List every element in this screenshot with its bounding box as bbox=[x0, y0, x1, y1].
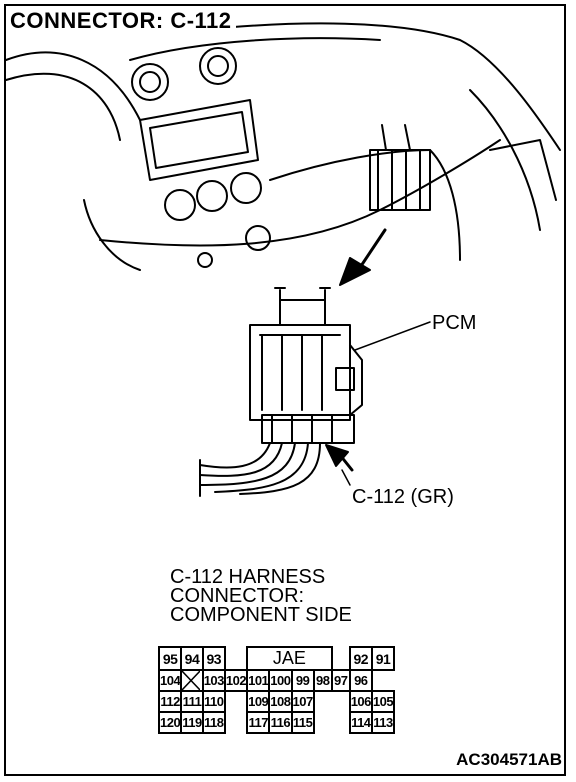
caption-line-2: CONNECTOR: bbox=[170, 585, 305, 607]
blocked-pin-cell bbox=[180, 669, 204, 692]
pin-cell: 94 bbox=[180, 646, 204, 671]
pin-row-4: 120 119 118 117 116 115 114 113 bbox=[157, 711, 396, 734]
pin-cell: 108 bbox=[268, 690, 293, 713]
pin-cell: 115 bbox=[290, 711, 315, 734]
pin-cell: 112 bbox=[157, 690, 183, 713]
pin-cell: 103 bbox=[201, 669, 226, 692]
connector-label: C-112 (GR) bbox=[352, 486, 454, 508]
pin-cell: 102 bbox=[223, 669, 249, 692]
pin-cell: 107 bbox=[290, 690, 315, 713]
connector-caption: C-112 HARNESS CONNECTOR: COMPONENT SIDE bbox=[170, 566, 352, 626]
connector-pin-table: 95 94 93 JAE 92 91 104 103 102 101 100 9… bbox=[157, 646, 396, 734]
pin-row-2: 104 103 102 101 100 99 98 97 96 bbox=[157, 669, 394, 692]
pin-cell: 104 bbox=[157, 669, 183, 692]
pin-cell: 116 bbox=[268, 711, 293, 734]
pin-cell: 100 bbox=[268, 669, 293, 692]
pin-cell: 97 bbox=[330, 669, 351, 692]
pin-cell: 111 bbox=[180, 690, 204, 713]
pin-cell: 106 bbox=[348, 690, 373, 713]
pin-cell: 120 bbox=[157, 711, 183, 734]
pin-cell: 93 bbox=[201, 646, 226, 671]
pin-cell: 105 bbox=[370, 690, 396, 713]
pin-cell: 99 bbox=[290, 669, 315, 692]
pin-cell: 117 bbox=[246, 711, 271, 734]
pin-cell: 91 bbox=[370, 646, 396, 671]
pin-cell: 114 bbox=[348, 711, 373, 734]
pin-cell: 110 bbox=[201, 690, 226, 713]
pin-cell: 96 bbox=[348, 669, 373, 692]
pin-cell: 101 bbox=[246, 669, 271, 692]
pin-cell: 119 bbox=[180, 711, 204, 734]
pin-cell: 98 bbox=[312, 669, 333, 692]
pin-row-3: 112 111 110 109 108 107 106 105 bbox=[157, 690, 396, 713]
diagram-title: CONNECTOR: C-112 bbox=[10, 8, 236, 34]
connector-brand: JAE bbox=[246, 646, 333, 671]
pcm-label: PCM bbox=[432, 312, 477, 334]
figure-reference-code: AC304571AB bbox=[456, 750, 562, 769]
diagram-frame bbox=[4, 4, 566, 776]
pin-cell: 118 bbox=[201, 711, 226, 734]
caption-line-3: COMPONENT SIDE bbox=[170, 604, 352, 626]
pin-cell: 113 bbox=[370, 711, 396, 734]
pin-cell: 95 bbox=[157, 646, 183, 671]
pin-cell: 92 bbox=[348, 646, 373, 671]
pin-row-1: 95 94 93 JAE 92 91 bbox=[157, 646, 396, 671]
caption-line-1: C-112 HARNESS bbox=[170, 566, 326, 588]
pin-cell: 109 bbox=[246, 690, 271, 713]
cross-mark-icon bbox=[182, 671, 201, 690]
